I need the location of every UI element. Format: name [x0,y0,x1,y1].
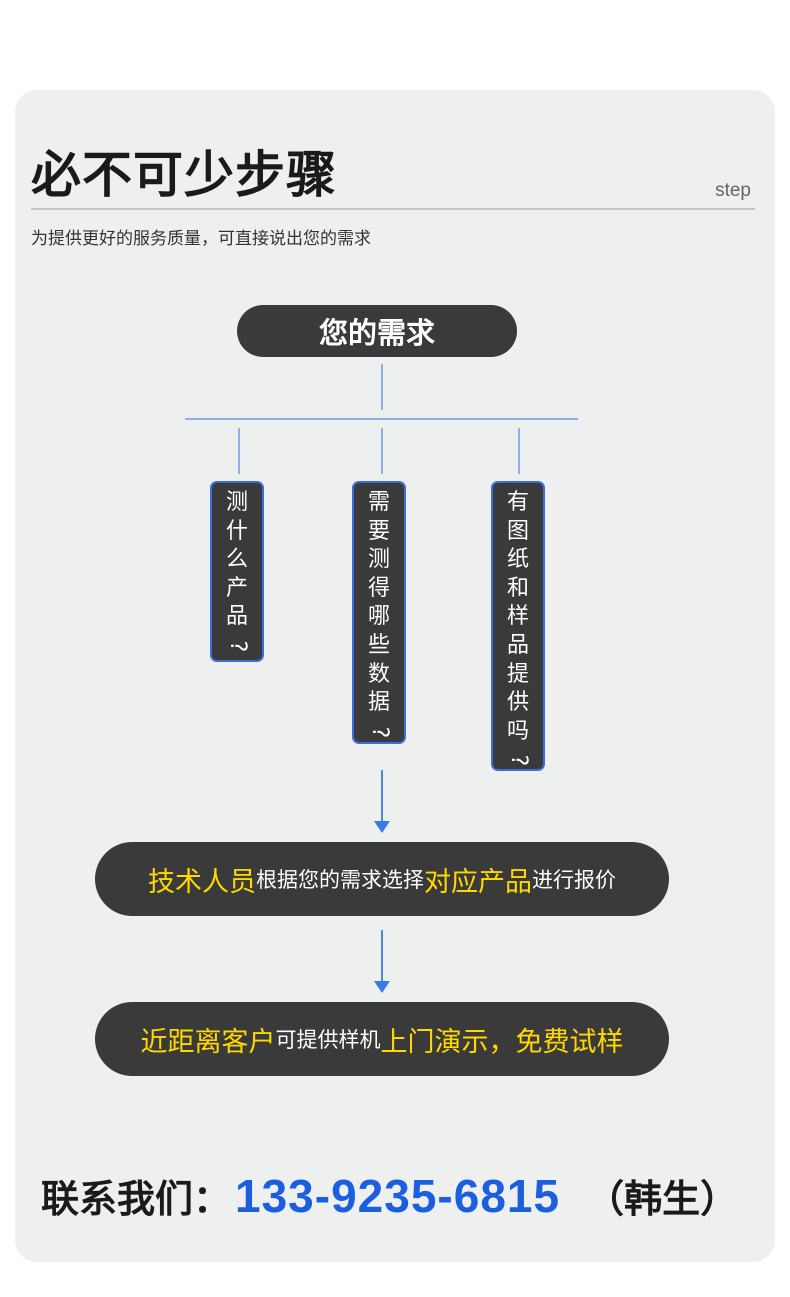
arrow-down-1 [381,770,383,822]
your-needs-label: 您的需求 [318,316,435,350]
question-char: 品 [225,604,248,630]
question-mark: ? [225,640,251,653]
quote-highlight-tech: 技术人员 [148,866,256,898]
question-char: 提 [506,661,529,687]
demo-step-pill: 近距离客户 可提供样机 上门演示，免费试样 [95,1002,669,1076]
contact-name: （韩生） [586,1177,739,1221]
step-tag: step [715,180,751,201]
question-char: 有 [506,490,529,515]
question-char: 测 [367,547,390,573]
arrow-head-icon [374,821,390,833]
question-char: 些 [367,632,390,658]
question-box-data: 需 要 测 得 哪 些 数 据 ? [352,481,406,744]
question-char: 数 [367,661,390,687]
question-char: 测 [225,490,248,515]
question-char: 供 [506,690,529,716]
contact-line: 联系我们： 133-9235-6815 （韩生） [41,1168,738,1223]
question-box-samples: 有 图 纸 和 样 品 提 供 吗 ? [491,481,545,771]
question-char: 么 [225,547,248,573]
connector-trunk [381,364,383,410]
question-char: 得 [367,575,390,601]
arrow-head-icon [374,981,390,993]
demo-text: 可提供样机 [275,1028,381,1052]
question-char: 图 [506,518,529,544]
connector-branch-2 [381,428,383,474]
question-char: 品 [506,632,529,658]
steps-card: 必不可少步骤 step 为提供更好的服务质量，可直接说出您的需求 您的需求 测 … [15,90,775,1262]
question-char: 纸 [506,547,529,573]
connector-branch-bar [185,418,578,420]
question-char: 据 [367,690,390,716]
arrow-down-2 [381,930,383,982]
quote-text-end: 进行报价 [532,868,616,892]
question-mark: ? [506,754,532,767]
demo-highlight-visit: 上门演示，免费试样 [380,1026,624,1058]
title-divider [31,208,755,210]
contact-phone[interactable]: 133-9235-6815 [235,1170,561,1222]
section-subtitle: 为提供更好的服务质量，可直接说出您的需求 [31,229,371,249]
quote-text: 根据您的需求选择 [256,868,424,892]
section-title: 必不可少步骤 [31,146,337,204]
question-char: 和 [506,575,529,601]
your-needs-pill: 您的需求 [237,305,517,357]
question-mark: ? [367,726,393,738]
connector-branch-1 [238,428,240,474]
question-char: 产 [225,575,248,601]
quote-step-pill: 技术人员 根据您的需求选择 对应产品 进行报价 [95,842,669,916]
question-char: 样 [506,604,529,630]
contact-label: 联系我们： [41,1177,232,1221]
demo-highlight-client: 近距离客户 [140,1026,276,1058]
quote-highlight-product: 对应产品 [424,866,532,898]
question-char: 吗 [506,718,529,744]
question-char: 什 [225,518,248,544]
connector-branch-3 [518,428,520,474]
question-char: 需 [367,490,390,515]
question-char: 哪 [367,604,390,630]
question-box-product: 测 什 么 产 品 ? [210,481,264,662]
question-char: 要 [367,518,390,544]
